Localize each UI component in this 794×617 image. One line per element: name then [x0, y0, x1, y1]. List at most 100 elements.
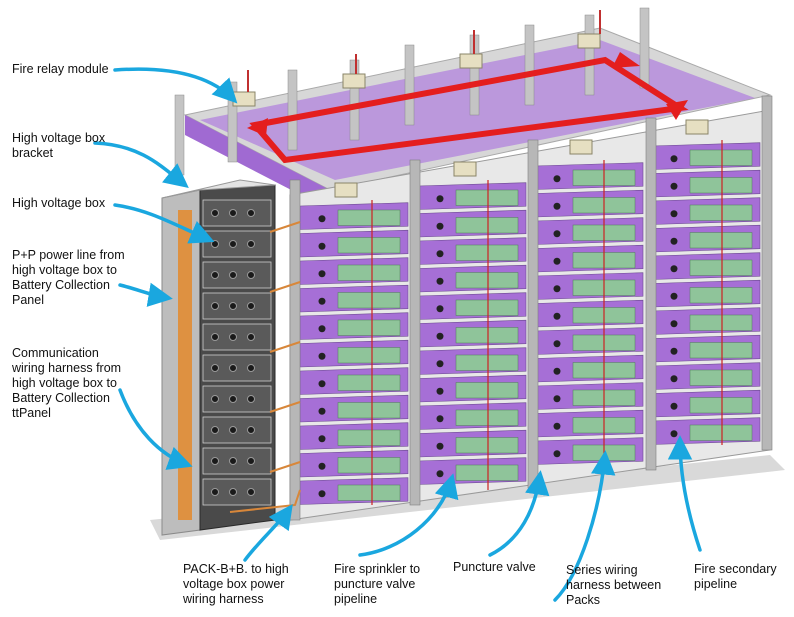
module-connector	[318, 435, 326, 443]
label-pack-harness: PACK-B+B. to high voltage box power wiri…	[183, 562, 289, 606]
hv-box-connector	[247, 395, 255, 403]
label-comm-harness: Communication wiring harness from high v…	[12, 346, 122, 420]
hv-box-connector	[211, 271, 219, 279]
label-hv-box: High voltage box	[12, 196, 106, 210]
module-panel	[455, 327, 519, 344]
hv-box-connector	[211, 240, 219, 248]
module-panel	[455, 299, 519, 316]
frame-post-back	[584, 14, 595, 96]
module-panel	[689, 287, 753, 304]
hv-box-connector	[229, 457, 237, 465]
module-connector	[553, 230, 561, 238]
frame-post-back	[349, 59, 360, 141]
leader-series-harness	[553, 450, 616, 602]
module-connector	[436, 277, 444, 285]
frame-post-back	[404, 44, 415, 126]
leader-arrows	[93, 67, 702, 602]
module-panel	[689, 232, 753, 249]
hv-box-connector	[229, 395, 237, 403]
leader-hv-bracket	[93, 141, 189, 189]
module-connector	[436, 305, 444, 313]
module-connector	[318, 270, 326, 278]
module-connector	[553, 312, 561, 320]
hv-box-connector	[211, 209, 219, 217]
module-connector	[318, 407, 326, 415]
frame-post	[409, 159, 421, 506]
module-panel	[689, 177, 753, 194]
leader-pack-harness	[243, 503, 293, 562]
hv-box-connector	[229, 426, 237, 434]
module-connector	[436, 332, 444, 340]
hv-box-connector	[247, 457, 255, 465]
battery-modules	[299, 142, 761, 505]
hv-box-connector	[247, 240, 255, 248]
fire-loop-arrow	[666, 100, 688, 120]
hv-box-connector	[229, 302, 237, 310]
module-connector	[318, 352, 326, 360]
module-panel	[337, 292, 401, 309]
module-panel	[337, 484, 401, 501]
frame-post-back	[287, 69, 298, 151]
module-panel	[455, 382, 519, 399]
fire-relay-box	[232, 91, 256, 107]
fire-relay-box	[453, 161, 477, 177]
module-connector	[670, 210, 678, 218]
module-panel	[455, 189, 519, 206]
module-connector	[670, 155, 678, 163]
module-panel	[455, 244, 519, 261]
module-connector	[318, 242, 326, 250]
hv-box-connector	[211, 333, 219, 341]
hv-box-connector	[229, 209, 237, 217]
frame-post	[527, 139, 539, 489]
label-pp-power-line: P+P power line from high voltage box to …	[12, 248, 125, 307]
module-connector	[436, 415, 444, 423]
label-fire-secondary: Fire secondary pipeline	[694, 562, 777, 591]
module-connector	[436, 250, 444, 258]
module-connector	[553, 450, 561, 458]
hv-box-connector	[211, 426, 219, 434]
module-panel	[689, 259, 753, 276]
module-panel	[689, 314, 753, 331]
hv-box-connector	[211, 457, 219, 465]
module-connector	[436, 470, 444, 478]
module-connector	[318, 325, 326, 333]
module-connector	[318, 215, 326, 223]
series-harness-lines	[371, 140, 723, 505]
module-panel	[689, 204, 753, 221]
module-panel	[455, 409, 519, 426]
fire-loop-arrow	[612, 52, 640, 68]
hv-box-connector	[247, 364, 255, 372]
leader-fire-secondary	[667, 435, 702, 552]
hv-box-connector	[211, 395, 219, 403]
hv-box-connector	[229, 333, 237, 341]
module-panel	[337, 429, 401, 446]
hv-box-connector	[229, 364, 237, 372]
hv-box-connector	[229, 488, 237, 496]
hv-box-connector	[247, 488, 255, 496]
module-panel	[455, 217, 519, 234]
module-connector	[670, 402, 678, 410]
module-panel	[337, 209, 401, 226]
label-puncture-valve: Puncture valve	[453, 560, 536, 574]
module-connector	[670, 237, 678, 245]
module-panel	[337, 237, 401, 254]
label-series-harness: Series wiring harness between Packs	[566, 563, 662, 607]
fire-relay-box	[685, 119, 709, 135]
frame-post	[645, 117, 657, 471]
module-panel	[455, 464, 519, 481]
fire-relay-box	[342, 73, 366, 89]
module-connector	[670, 182, 678, 190]
label-hv-box-bracket: High voltage box bracket	[12, 131, 106, 160]
module-connector	[670, 320, 678, 328]
module-connector	[553, 285, 561, 293]
module-panel	[337, 457, 401, 474]
leader-puncture-valve	[488, 470, 550, 557]
module-panel	[337, 374, 401, 391]
module-panel	[337, 402, 401, 419]
leader-comm-harness	[118, 388, 193, 470]
label-fire-sprinkler: Fire sprinkler to puncture valve pipelin…	[334, 562, 421, 606]
module-connector	[553, 395, 561, 403]
module-connector	[318, 462, 326, 470]
module-connector	[318, 490, 326, 498]
